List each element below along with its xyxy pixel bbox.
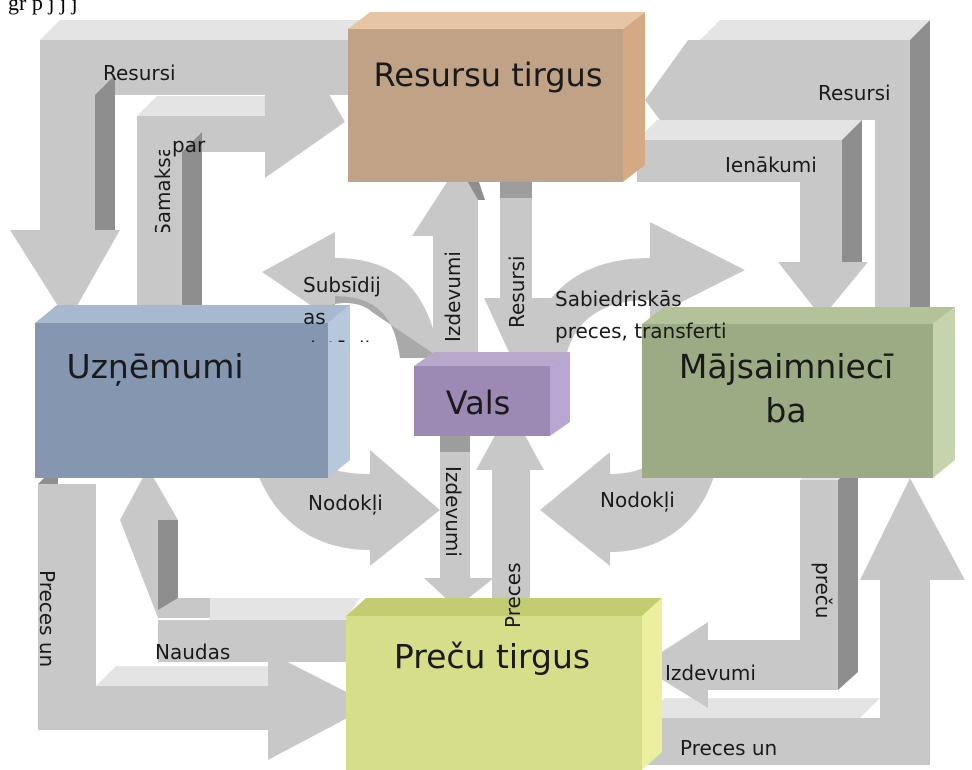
box-resursu-tirgus — [348, 12, 645, 182]
label-preces-un-bottom: Preces un — [680, 736, 777, 760]
label-precu-right: preču — [811, 562, 835, 618]
resursu-tirgus-title: Resursu tirgus — [373, 56, 602, 94]
label-preces-mid: Preces — [501, 562, 525, 628]
arrow-samaksa-par — [137, 70, 345, 318]
label-nodokli-left: Nodokļi — [308, 491, 383, 515]
arrow-naudas — [120, 468, 360, 662]
curved-arrow-subsidijas — [262, 232, 440, 358]
arrow-preces-mid — [476, 408, 544, 628]
majsaimnieciba-title-line2: ba — [765, 391, 806, 430]
caption-text: gr p j j j — [8, 0, 78, 15]
arrow-ienakumi — [637, 120, 868, 318]
label-subsidijas-1: Subsīdij — [303, 273, 381, 297]
label-nodokli-right: Nodokļi — [600, 488, 675, 512]
label-subsidijas-2: as — [303, 305, 326, 329]
box-uznemumi — [35, 305, 350, 478]
label-izdevumi-top: Izdevumi — [441, 251, 465, 342]
label-naudas: Naudas — [155, 640, 230, 664]
uznemumi-title: Uzņēmumi — [66, 347, 243, 386]
arrow-preces-un-left — [38, 464, 372, 760]
label-resursi-left: Resursi — [103, 61, 176, 85]
label-ienakumi: Ienākumi — [725, 153, 817, 177]
label-izdevumi-right: Izdevumi — [665, 661, 756, 685]
vals-title: Vals — [446, 384, 511, 422]
arrow-resursi-right — [645, 20, 930, 322]
label-resursi-right: Resursi — [818, 81, 891, 105]
label-izdevumi-mid: Izdevumi — [441, 466, 465, 557]
majsaimnieciba-title-line1: Mājsaimniecī — [679, 347, 894, 386]
label-preces-un-left: Preces un — [35, 570, 59, 667]
label-sabiedriskas-1: Sabiedriskās — [555, 287, 682, 311]
box-majsaimnieciba — [642, 307, 955, 478]
label-par: par — [172, 133, 206, 157]
box-vals — [414, 352, 570, 436]
label-sabiedriskas-2: preces, transferti — [555, 319, 727, 343]
curved-arrow-sabiedriskas — [525, 222, 745, 362]
box-precu-tirgus — [346, 598, 662, 770]
label-resursi-mid: Resursi — [505, 255, 529, 328]
label-samaksa: Samaksa — [151, 145, 175, 236]
precu-tirgus-title: Preču tirgus — [394, 637, 590, 676]
label-subsidijas-3: dotācij — [303, 337, 370, 361]
